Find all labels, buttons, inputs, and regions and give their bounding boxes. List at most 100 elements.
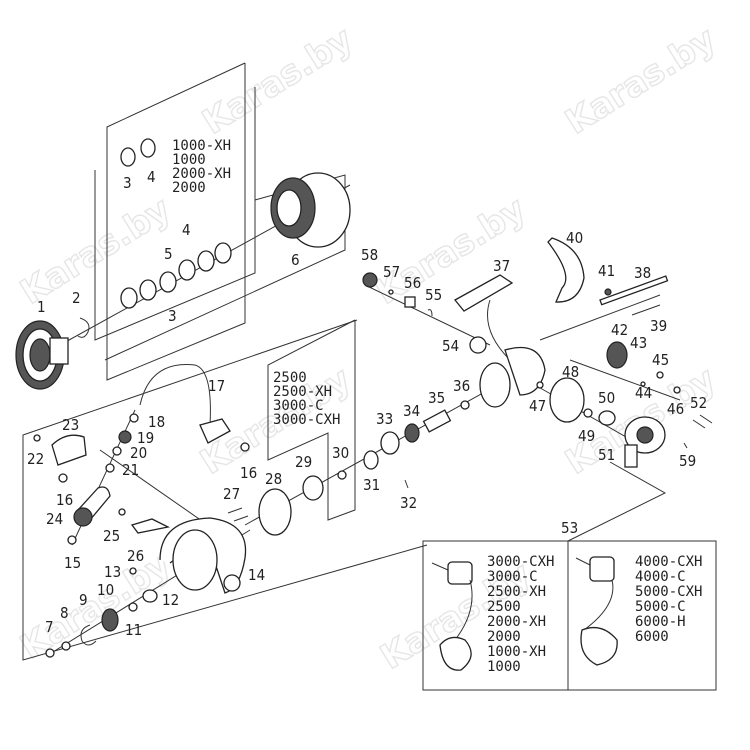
- model-text: 2500-XH: [487, 584, 546, 600]
- label-part-26: 26: [127, 547, 144, 565]
- part-27-screws-b: [233, 515, 249, 522]
- label-part-44: 44: [635, 384, 652, 402]
- model-list-handle-large: 4000-CXH 4000-C 5000-CXH 5000-C 6000-H 6…: [635, 554, 702, 645]
- frame-spool-outer: [106, 62, 246, 381]
- part-29-nut: [302, 475, 324, 501]
- axis-main: [569, 359, 681, 401]
- label-part-49: 49: [578, 427, 595, 445]
- frame-rotor-models: [267, 319, 356, 521]
- label-part-6: 6: [291, 251, 300, 269]
- label-part-25: 25: [103, 527, 120, 545]
- part-49: [583, 408, 593, 418]
- label-part-3: 3: [123, 174, 132, 192]
- part-24-arm-lever: [73, 486, 111, 527]
- label-part-37: 37: [493, 257, 510, 275]
- model-text: 2000-XH: [487, 614, 546, 630]
- model-text: 2500: [487, 599, 521, 615]
- part-40-cover: [547, 237, 585, 303]
- label-part-35: 35: [428, 389, 445, 407]
- watermark: Karas.by: [14, 544, 178, 667]
- model-text: 1000-XH: [487, 644, 546, 660]
- part-28-plate: [258, 488, 292, 536]
- part-16-screw-b: [240, 442, 250, 452]
- part-16-screw: [58, 473, 68, 483]
- part-8-washer: [61, 641, 71, 651]
- label-part-48: 48: [562, 363, 579, 381]
- axis-pinion: [364, 284, 491, 346]
- part-26-arm-cam: [130, 518, 170, 534]
- part-23-bail-holder: [51, 434, 87, 466]
- washer-stack: [120, 242, 232, 309]
- label-part-27: 27: [223, 485, 240, 503]
- model-text: 3000-CXH: [487, 554, 554, 570]
- watermark: Karas.by: [369, 189, 533, 312]
- model-text: 1000: [487, 659, 521, 675]
- model-text: 3000-C: [273, 398, 324, 414]
- label-part-22: 22: [27, 450, 44, 468]
- model-text: 4000-CXH: [635, 554, 702, 570]
- part-2-clip: [77, 317, 90, 338]
- label-part-29: 29: [295, 453, 312, 471]
- part-36: [460, 400, 470, 410]
- model-text: 5000-C: [635, 599, 686, 615]
- label-part-45: 45: [652, 351, 669, 369]
- part-6-spool: [270, 172, 351, 248]
- label-part-28: 28: [265, 470, 282, 488]
- part-21: [105, 463, 115, 473]
- label-part-12: 12: [162, 591, 179, 609]
- part-10-drag: [101, 608, 119, 632]
- label-part-50: 50: [598, 389, 615, 407]
- label-part-36: 36: [453, 377, 470, 395]
- axis-bail-2: [99, 449, 216, 531]
- frame-body: [22, 319, 428, 661]
- part-labels: 1 2 3 4 4 5 3 6 7 8 9 10 11 12 13 14 15 …: [27, 168, 707, 639]
- part-56: [404, 296, 416, 308]
- label-part-40: 40: [566, 229, 583, 247]
- label-part-58: 58: [361, 246, 378, 264]
- label-part-54: 54: [442, 337, 459, 355]
- label-part-30: 30: [332, 444, 349, 462]
- label-part-52: 52: [690, 394, 707, 412]
- model-text: 2500: [273, 370, 307, 386]
- part-34-bearing: [404, 423, 420, 443]
- model-text: 5000-CXH: [635, 584, 702, 600]
- frame-handle-box: [422, 540, 717, 691]
- label-part-33: 33: [376, 410, 393, 428]
- part-30: [337, 470, 347, 480]
- label-part-9: 9: [79, 591, 88, 609]
- part-46: [673, 386, 681, 394]
- part-9-spring: [80, 624, 97, 646]
- part-37-body: [454, 274, 546, 408]
- part-52-screws: [692, 419, 706, 429]
- part-45: [656, 371, 664, 379]
- part-27-screws: [227, 507, 243, 514]
- parts: [15, 138, 713, 671]
- model-text: 3000-CXH: [273, 412, 340, 428]
- label-part-23: 23: [62, 416, 79, 434]
- label-part-57: 57: [383, 263, 400, 281]
- model-text: 4000-C: [635, 569, 686, 585]
- label-part-16: 16: [56, 491, 73, 509]
- label-part-20: 20: [130, 444, 147, 462]
- label-part-14: 14: [248, 566, 265, 584]
- leader-53: [567, 461, 667, 542]
- part-48-main-gear: [549, 377, 585, 423]
- part-3-washer: [120, 147, 136, 167]
- label-part-38: 38: [634, 264, 651, 282]
- label-part-41: 41: [598, 262, 615, 280]
- label-part-15: 15: [64, 554, 81, 572]
- part-15: [67, 535, 77, 545]
- label-part-51: 51: [598, 446, 615, 464]
- part-12-nut: [142, 589, 158, 603]
- label-part-4: 4: [182, 221, 191, 239]
- part-38-shaft: [599, 275, 669, 306]
- part-4-washer: [140, 138, 156, 158]
- part-20: [112, 446, 122, 456]
- part-51-side-cover: [624, 416, 666, 468]
- label-part-53: 53: [561, 519, 578, 537]
- label-part-42: 42: [611, 321, 628, 339]
- label-part-5: 5: [164, 245, 173, 263]
- label-part-32: 32: [400, 494, 417, 512]
- handle-small-illustration: [431, 561, 473, 671]
